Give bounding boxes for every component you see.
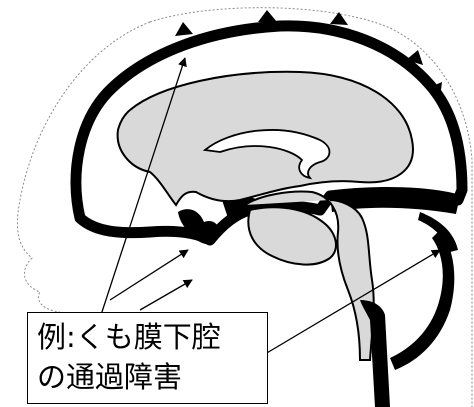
arrow-to-base-left	[110, 250, 188, 300]
caption-line-1: 例:くも膜下腔	[37, 317, 267, 357]
caption-line-2: の通過障害	[37, 357, 267, 397]
cerebellum	[248, 207, 336, 264]
occipital-band	[390, 230, 454, 370]
arrow-to-base-mid	[140, 280, 192, 310]
caption-box: 例:くも膜下腔 の通過障害	[27, 312, 268, 404]
